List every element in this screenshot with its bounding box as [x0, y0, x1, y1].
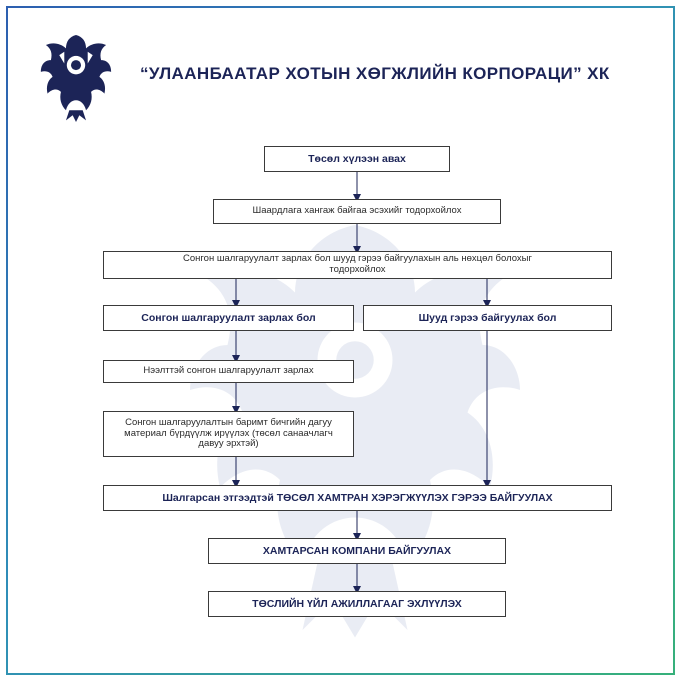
step-receive-project: Төсөл хүлээн авах	[264, 146, 450, 172]
page-title: “УЛААНБААТАР ХОТЫН ХӨГЖЛИЙН КОРПОРАЦИ” Х…	[140, 64, 610, 83]
step-check-requirements: Шаардлага хангаж байгаа эсэхийг тодорхой…	[213, 199, 501, 224]
step-open-tender: Нээлттэй сонгон шалгаруулалт зарлах	[103, 360, 354, 383]
step-establish-joint-company: ХАМТАРСАН КОМПАНИ БАЙГУУЛАХ	[208, 538, 506, 564]
step-submit-documents: Сонгон шалгаруулалтын баримт бичгийн даг…	[103, 411, 354, 457]
step-start-operations: ТӨСЛИЙН ҮЙЛ АЖИЛЛАГААГ ЭХЛҮҮЛЭХ	[208, 591, 506, 617]
step-tender-branch: Сонгон шалгаруулалт зарлах бол	[103, 305, 354, 331]
step-determine-condition: Сонгон шалгаруулалт зарлах бол шууд гэрэ…	[103, 251, 612, 279]
garuda-logo-icon	[40, 35, 112, 122]
step-direct-contract-branch: Шууд гэрээ байгуулах бол	[363, 305, 612, 331]
step-sign-contract: Шалгарсан этгээдтэй ТӨСӨЛ ХАМТРАН ХЭРЭГЖ…	[103, 485, 612, 511]
